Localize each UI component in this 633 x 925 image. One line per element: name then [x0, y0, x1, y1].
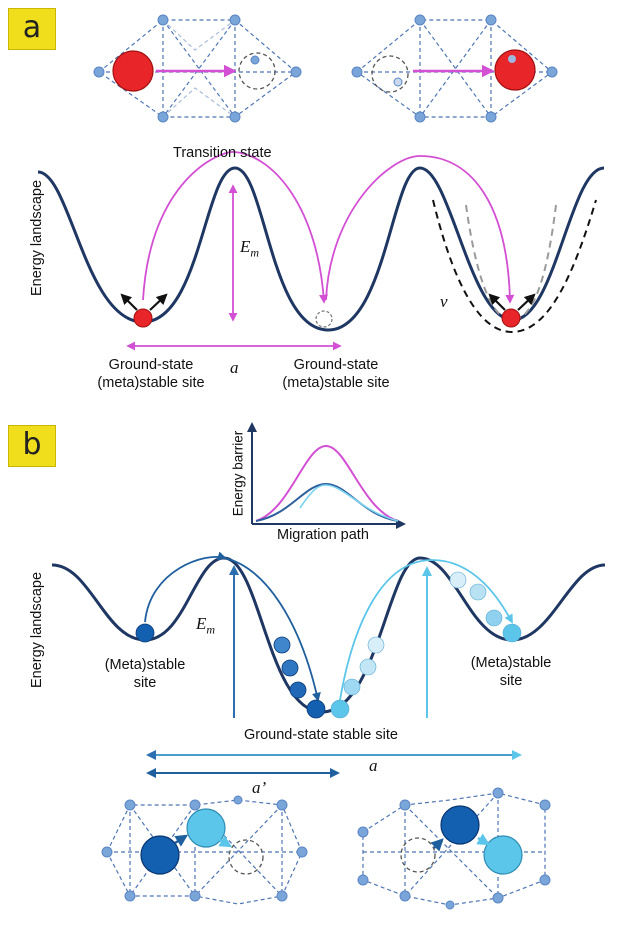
panel-a-tag: a — [8, 8, 56, 50]
site-left-line1-b: (Meta)stable — [104, 657, 186, 673]
vibration-arrow-2 — [149, 293, 168, 311]
ground-state-label-b: Ground-state stable site — [244, 727, 398, 743]
site-left-line2-b: site — [133, 675, 157, 691]
dark-hop-arrow-b-left — [174, 834, 189, 847]
transition-state-label: Transition state — [173, 145, 272, 161]
harmonic-fit-black — [432, 199, 597, 334]
migrating-atoms-dark — [135, 623, 326, 719]
hop-arc-a2 — [325, 155, 515, 304]
red-atom-well-left — [133, 308, 153, 328]
hop-arc-b3 — [339, 559, 513, 701]
harmonic-fit-gray — [465, 204, 557, 322]
vacancy-well-middle — [315, 310, 333, 328]
light-hop-arrow-b-right — [476, 833, 491, 846]
inset-barrier-light — [299, 484, 399, 522]
light-atom-b-right — [483, 835, 523, 875]
em-symbol-b: E — [196, 614, 207, 633]
site-left-line1-a: Ground-state — [108, 357, 194, 373]
red-atom-right-node — [508, 55, 516, 63]
lattice-b-left-nodes — [101, 795, 308, 902]
dark-atom-b-left — [140, 835, 180, 875]
panel-b-tag: b — [8, 425, 56, 467]
site-right-line2-a: (meta)stable site — [282, 375, 390, 391]
vacancy-left — [238, 52, 276, 90]
em-symbol-a: E — [240, 237, 251, 256]
a-label-b: a — [369, 756, 378, 775]
hop-arc-a1 — [142, 151, 329, 304]
light-hop-arrow-b-left — [218, 835, 233, 848]
vacancy-right — [371, 55, 409, 93]
site-right-label-b: (Meta)stable site — [461, 654, 561, 690]
vibration-arrow-3 — [488, 293, 506, 311]
hop-arc-b2 — [224, 557, 321, 702]
inset-y-axis-label: Energy barrier — [230, 430, 246, 517]
lattice-a-right-nodes — [351, 14, 558, 123]
site-right-line1-b: (Meta)stable — [470, 655, 552, 671]
red-atom-well-right — [501, 308, 521, 328]
migrating-atoms-light — [330, 571, 522, 719]
em-sub-a: m — [250, 245, 260, 260]
em-label-b: Em — [196, 614, 215, 637]
light-atom-b-left — [186, 808, 226, 848]
nu-label-a: v — [440, 292, 448, 311]
vacancy-b-left — [228, 839, 264, 875]
inset-barrier-magenta — [255, 444, 399, 522]
vibration-arrow-1 — [120, 293, 138, 311]
energy-landscape-label-b: Energy landscape — [29, 571, 45, 689]
energy-curve-a — [37, 166, 605, 332]
dark-hop-arrow-b-right — [430, 838, 444, 852]
lattice-b-right-nodes — [357, 787, 551, 910]
site-right-line1-a: Ground-state — [293, 357, 379, 373]
energy-landscape-label-a: Energy landscape — [29, 179, 45, 297]
hop-arc-b1 — [144, 551, 227, 623]
site-left-label-a: Ground-state (meta)stable site — [92, 356, 210, 392]
site-right-line2-b: site — [499, 673, 523, 689]
inset-x-axis-label: Migration path — [277, 527, 369, 543]
vibration-arrow-4 — [517, 293, 536, 311]
site-left-label-b: (Meta)stable site — [95, 656, 195, 692]
lattice-a-left-nodes — [93, 14, 302, 123]
dark-atom-b-right — [440, 805, 480, 845]
a-prime-label-b: a’ — [252, 778, 267, 797]
vacancy-b-right — [400, 837, 436, 873]
a-label-a: a — [230, 358, 239, 377]
red-atom-right — [494, 49, 536, 91]
inset-barrier-blue — [255, 482, 399, 522]
site-left-line2-a: (meta)stable site — [97, 375, 205, 391]
red-atom-left — [112, 50, 154, 92]
site-right-label-a: Ground-state (meta)stable site — [277, 356, 395, 392]
em-label-a: Em — [240, 237, 259, 260]
em-sub-b: m — [206, 622, 216, 637]
